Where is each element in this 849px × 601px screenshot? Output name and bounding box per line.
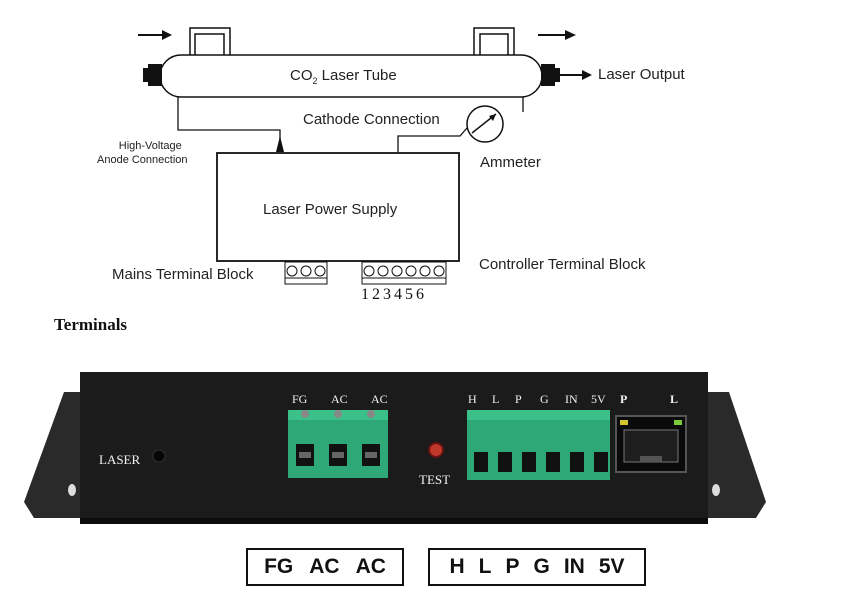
anode-connector — [276, 136, 284, 152]
laser-led-label: LASER — [99, 452, 141, 467]
rj45-port — [615, 415, 687, 473]
water-outlet-pipe — [473, 27, 515, 55]
power-supply-label: Laser Power Supply — [263, 201, 398, 218]
test-button-shape — [428, 442, 444, 458]
ammeter-label: Ammeter — [480, 154, 541, 171]
photo-left-label-0: FG — [292, 392, 308, 406]
test-label: TEST — [419, 472, 451, 487]
controller-terminal-block — [361, 261, 447, 285]
mains-terminal-label: Mains Terminal Block — [112, 266, 254, 283]
photo-right-label-1: L — [492, 392, 500, 406]
controller-legend-1: L — [478, 555, 492, 578]
controller-green-terminal — [467, 410, 610, 480]
controller-legend-4: IN — [563, 555, 585, 578]
photo-right-label-4: IN — [565, 392, 578, 406]
laser-wiring-diagram — [138, 27, 592, 285]
mains-legend-0: FG — [264, 555, 294, 578]
controller-legend-5: 5V — [598, 555, 625, 578]
photo-background — [4, 372, 794, 538]
anode-wire — [177, 97, 281, 152]
inlet-arrow — [138, 30, 172, 40]
controller-legend-0: H — [449, 555, 465, 578]
mains-legend-box: FG AC AC — [246, 548, 404, 586]
power-supply-box — [216, 152, 460, 262]
controller-terminal-label: Controller Terminal Block — [479, 256, 646, 273]
laser-output-label: Laser Output — [598, 66, 685, 83]
outlet-arrow — [538, 30, 576, 40]
photo-right-label-2: P — [515, 392, 522, 406]
tube-label: CO2 Laser Tube — [290, 67, 397, 86]
photo-left-label-2: AC — [371, 392, 388, 406]
laser-output-arrow — [560, 70, 592, 80]
controller-legend-3: G — [533, 555, 550, 578]
photo-left-label-1: AC — [331, 392, 348, 406]
mains-legend-2: AC — [355, 555, 386, 578]
controller-legend-2: P — [505, 555, 520, 578]
hv-anode-label: High-Voltage Anode Connection — [97, 140, 188, 166]
co2-laser-tube — [143, 54, 560, 98]
photo-right-label-3: G — [540, 392, 549, 406]
section-heading: Terminals — [54, 315, 128, 334]
controller-legend-box: H L P G IN 5V — [428, 548, 646, 586]
ammeter-symbol — [466, 105, 504, 143]
photo-right-label-5: 5V — [591, 392, 606, 406]
mains-terminal-block — [284, 261, 328, 285]
water-inlet-pipe — [189, 27, 231, 55]
cathode-wire — [397, 127, 468, 152]
power-supply-photo: LASER TEST FG AC AC H L P G IN 5V P L — [4, 372, 794, 538]
mains-green-terminal — [288, 410, 388, 478]
mains-legend-1: AC — [309, 555, 340, 578]
cathode-connection-label: Cathode Connection — [303, 111, 440, 128]
photo-right-label-0: H — [468, 392, 477, 406]
photo-port-label-p: P — [620, 392, 628, 406]
photo-port-label-l: L — [670, 392, 679, 406]
